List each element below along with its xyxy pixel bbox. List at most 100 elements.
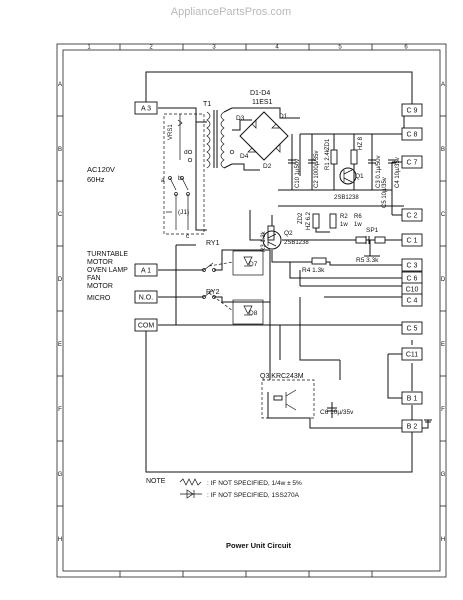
transformer-t1 bbox=[187, 107, 235, 169]
grid-column-label: 1 bbox=[87, 45, 91, 51]
label-q1-part: 2SB1238 bbox=[334, 195, 359, 201]
label-r6-value: 1w bbox=[354, 222, 362, 228]
transistor-q2 bbox=[262, 230, 282, 250]
connector-right-label: C 1 bbox=[407, 238, 418, 245]
connector-right-label: C 9 bbox=[407, 108, 418, 115]
label-zd1: ZD1 bbox=[325, 138, 331, 150]
connector-left-label: A 1 bbox=[141, 268, 151, 275]
label-r6: R6 bbox=[354, 214, 362, 220]
grid-row-label: D bbox=[58, 277, 63, 283]
source-frequency-label: 60Hz bbox=[87, 175, 105, 184]
load-label: MOTOR bbox=[87, 259, 113, 266]
label-q3: Q3 KRC243M bbox=[260, 373, 304, 380]
relay-ry1 bbox=[202, 261, 234, 272]
label-c4: C4 10µ/35v bbox=[395, 157, 401, 188]
diode-d7-d8 bbox=[243, 256, 253, 316]
label-r2-value: 1w bbox=[340, 222, 348, 228]
connector-left-label: COM bbox=[138, 323, 155, 330]
connector-right-label: B 1 bbox=[407, 396, 418, 403]
label-zd2: ZD2 bbox=[298, 212, 304, 224]
grid-row-label: A bbox=[58, 82, 62, 88]
label-t1: T1 bbox=[203, 101, 211, 108]
connector-left-label: N.O. bbox=[139, 295, 153, 302]
label-r5: R5 3.3k bbox=[356, 257, 379, 264]
label-r1: R1 2.4k bbox=[325, 148, 331, 170]
label-bridge-part: 11ES1 bbox=[252, 99, 273, 106]
label-q2-part: 2SB1238 bbox=[284, 240, 309, 246]
grid-row-label: E bbox=[441, 342, 445, 348]
label-r4: R4 1.3k bbox=[302, 267, 325, 274]
q3-package bbox=[261, 379, 315, 419]
drawing-frame bbox=[56, 43, 447, 578]
label-d1: D1 bbox=[279, 113, 288, 120]
component-labels: T1 VRS1 a b c d (J1) D1-D4 11ES1 D1 D3 D… bbox=[161, 90, 401, 416]
label-r2: R2 bbox=[340, 214, 348, 220]
label-d3: D3 bbox=[236, 115, 245, 122]
connector-right-label: C10 bbox=[406, 287, 419, 294]
grid-row-label: B bbox=[441, 147, 445, 153]
notes: NOTE : IF NOT SPECIFIED, 1/4w ± 5% : IF … bbox=[146, 478, 302, 499]
label-c10: C10 1µ50v bbox=[295, 159, 301, 188]
label-c: c bbox=[186, 233, 190, 240]
connector-right-label: C 3 bbox=[407, 263, 418, 270]
connector-right-label: C 6 bbox=[407, 276, 418, 283]
label-a: a bbox=[161, 177, 165, 184]
relay-ry2 bbox=[202, 289, 234, 312]
grid-row-label: C bbox=[58, 212, 63, 218]
note-diode: : IF NOT SPECIFIED, 1SS270A bbox=[207, 492, 300, 499]
connector-right-label: C11 bbox=[406, 352, 418, 359]
label-d: d bbox=[184, 149, 188, 156]
connector-right-label: C 7 bbox=[407, 160, 418, 167]
grid-column-label: 5 bbox=[338, 45, 342, 51]
load-label: MOTOR bbox=[87, 283, 113, 290]
connectors-left: A 3 A 1 N.O. COM bbox=[134, 101, 158, 332]
load-label: TURNTABLE bbox=[87, 251, 128, 258]
grid-row-label: B bbox=[58, 147, 62, 153]
grid-row-label: E bbox=[58, 342, 62, 348]
connector-right-label: C 5 bbox=[407, 326, 418, 333]
label-c6: C6 10µ/35v bbox=[320, 409, 354, 416]
grid-row-label: F bbox=[441, 407, 445, 413]
grid-column-label: 4 bbox=[275, 45, 279, 51]
source-voltage-label: AC120V bbox=[87, 165, 115, 174]
vrs1-and-switches bbox=[166, 114, 190, 230]
load-label: MICRO bbox=[87, 295, 111, 302]
label-hzb: HZ 6.2 bbox=[306, 211, 312, 230]
load-labels: TURNTABLE MOTOR OVEN LAMP FAN MOTOR MICR… bbox=[87, 251, 128, 302]
label-q2: Q2 bbox=[284, 230, 293, 237]
grid-row-label: F bbox=[58, 407, 62, 413]
label-ry1: RY1 bbox=[206, 240, 220, 247]
label-c3: C3 0.1µ/50v bbox=[376, 156, 382, 188]
connectors-right: C 9 C 8 C 7 C 2 C 1 C 3 C 6 C10 C 4 C 5 … bbox=[401, 103, 423, 433]
grid-row-labels: A B C D E F G H A B C D E F G H bbox=[58, 82, 446, 543]
bridge-d1-d4 bbox=[239, 111, 289, 161]
caption: Power Unit Circuit bbox=[226, 541, 292, 550]
grid-row-label: G bbox=[441, 472, 446, 478]
grid-row-label: G bbox=[58, 472, 63, 478]
load-label: OVEN LAMP bbox=[87, 267, 128, 274]
label-hz: HZ 8 bbox=[358, 136, 364, 150]
label-d2: D2 bbox=[263, 163, 272, 170]
grid-row-label: H bbox=[58, 537, 62, 543]
grid-row-label: D bbox=[441, 277, 446, 283]
label-r3: R3 1.3k bbox=[261, 230, 267, 252]
resistor-symbols bbox=[267, 149, 386, 265]
label-d7: D7 bbox=[249, 261, 258, 268]
label-vrs1: VRS1 bbox=[168, 124, 174, 140]
connector-right-label: C 2 bbox=[407, 213, 418, 220]
label-c5: C5 10µ/35v bbox=[382, 177, 388, 208]
wiring bbox=[145, 71, 432, 473]
connector-right-label: B 2 bbox=[407, 424, 418, 431]
label-ry2: RY2 bbox=[206, 289, 220, 296]
load-label: FAN bbox=[87, 275, 101, 282]
label-b: b bbox=[178, 175, 182, 182]
label-j1: (J1) bbox=[178, 209, 189, 216]
grid-row-label: H bbox=[441, 537, 445, 543]
watermark: AppliancePartsPros.com bbox=[171, 6, 291, 18]
transistor-q1 bbox=[339, 167, 357, 185]
note-title: NOTE bbox=[146, 478, 166, 485]
grid-row-label: A bbox=[441, 82, 445, 88]
note-resistor: : IF NOT SPECIFIED, 1/4w ± 5% bbox=[207, 480, 302, 487]
grid-column-label: 2 bbox=[149, 45, 153, 51]
